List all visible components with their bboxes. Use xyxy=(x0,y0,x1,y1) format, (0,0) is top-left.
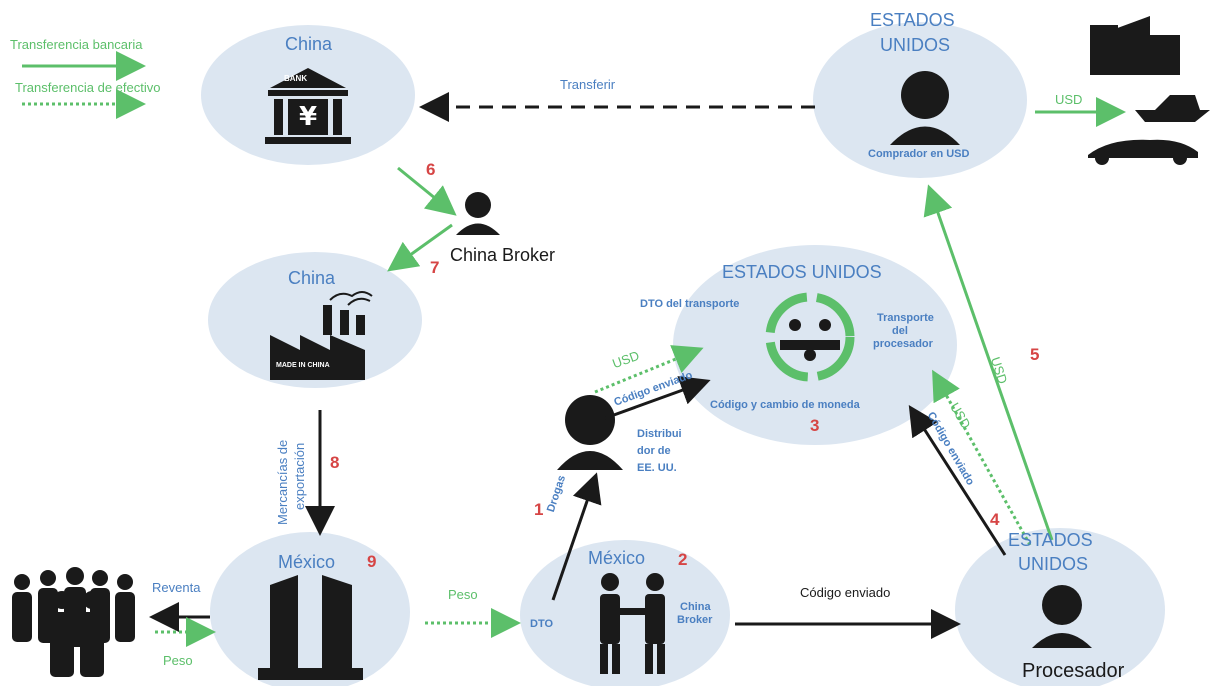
car-icon xyxy=(1088,139,1198,165)
legend-bank-label: Transferencia bancaria xyxy=(10,37,143,52)
arrow-code-distributor xyxy=(599,376,711,422)
bank-icon: ¥ xyxy=(265,68,351,144)
step-8: 8 xyxy=(330,453,340,472)
distributor-line-1: Distribui xyxy=(637,428,682,440)
distributor-person-icon xyxy=(557,395,623,470)
arrow-usd-processor xyxy=(932,369,1032,546)
step-9: 9 xyxy=(367,552,377,571)
code-sent-bottom-label: Código enviado xyxy=(800,585,891,600)
processor-transport-2: del xyxy=(892,325,908,337)
legend-cash-label: Transferencia de efectivo xyxy=(15,80,161,95)
dto-label: DTO xyxy=(530,618,554,630)
step-7: 7 xyxy=(430,258,440,277)
arrow-step5 xyxy=(923,184,1054,541)
usd-assets-label: USD xyxy=(1055,92,1083,107)
factory-icon-text: MADE IN CHINA xyxy=(276,362,330,369)
mexico-deal-title: México xyxy=(588,548,646,568)
processor-person-icon xyxy=(1032,585,1092,648)
house-icon xyxy=(1090,16,1180,75)
factory-icon xyxy=(270,291,373,380)
usa-buyer-title-2: UNIDOS xyxy=(880,35,951,55)
peso-mexico-label: Peso xyxy=(448,587,478,602)
arrow-step7 xyxy=(387,223,453,272)
china-broker-label: China Broker xyxy=(450,245,556,265)
step-4: 4 xyxy=(990,510,1000,529)
step-1: 1 xyxy=(534,500,544,519)
step-2: 2 xyxy=(678,550,688,569)
crowd-icon xyxy=(12,567,135,677)
bank-icon-text: BANK xyxy=(284,74,308,83)
resale-label: Reventa xyxy=(152,580,201,595)
node-mexico-city xyxy=(210,532,410,686)
china-broker-person-icon xyxy=(456,192,500,235)
arrow-code-processor xyxy=(908,404,1007,556)
china-bank-title: China xyxy=(285,34,333,54)
step-3: 3 xyxy=(810,416,820,435)
distributor-line-2: dor de xyxy=(637,445,671,457)
china-broker-mx-2: Broker xyxy=(677,614,713,626)
meeting-cycle-icon xyxy=(765,292,855,382)
code-exchange-label: Código y cambio de moneda xyxy=(710,399,860,411)
handshake-icon xyxy=(600,573,665,674)
arrow-usd-distributor xyxy=(594,345,704,394)
node-china-factory xyxy=(208,252,422,388)
usa-processor-title-2: UNIDOS xyxy=(1018,554,1089,574)
processor-label: Procesador xyxy=(1022,660,1125,682)
export-goods-2: exportación xyxy=(292,442,307,510)
china-factory-title: China xyxy=(288,268,336,288)
yacht-icon xyxy=(1135,95,1210,122)
buildings-icon xyxy=(258,575,363,680)
usa-processor-title-1: ESTADOS xyxy=(1008,530,1093,550)
processor-transport-1: Transporte xyxy=(877,312,934,324)
usa-buyer-caption: Comprador en USD xyxy=(868,148,970,160)
usa-center-title: ESTADOS UNIDOS xyxy=(722,262,882,282)
processor-transport-3: procesador xyxy=(873,338,933,350)
china-broker-mx-1: China xyxy=(680,601,711,613)
distributor-line-3: EE. UU. xyxy=(637,462,677,474)
arrow-drugs xyxy=(551,472,602,601)
usa-buyer-title-1: ESTADOS xyxy=(870,10,955,30)
transfer-label: Transferir xyxy=(560,77,616,92)
buyer-person-icon xyxy=(890,71,960,145)
dto-transport-label: DTO del transporte xyxy=(640,298,740,310)
arrow-step6 xyxy=(397,166,457,216)
step-5: 5 xyxy=(1030,345,1040,364)
export-goods-1: Mercancías de xyxy=(275,439,290,525)
mexico-city-title: México xyxy=(278,552,336,572)
step-6: 6 xyxy=(426,160,436,179)
peso-people-label: Peso xyxy=(163,653,193,668)
svg-text:¥: ¥ xyxy=(299,102,317,132)
